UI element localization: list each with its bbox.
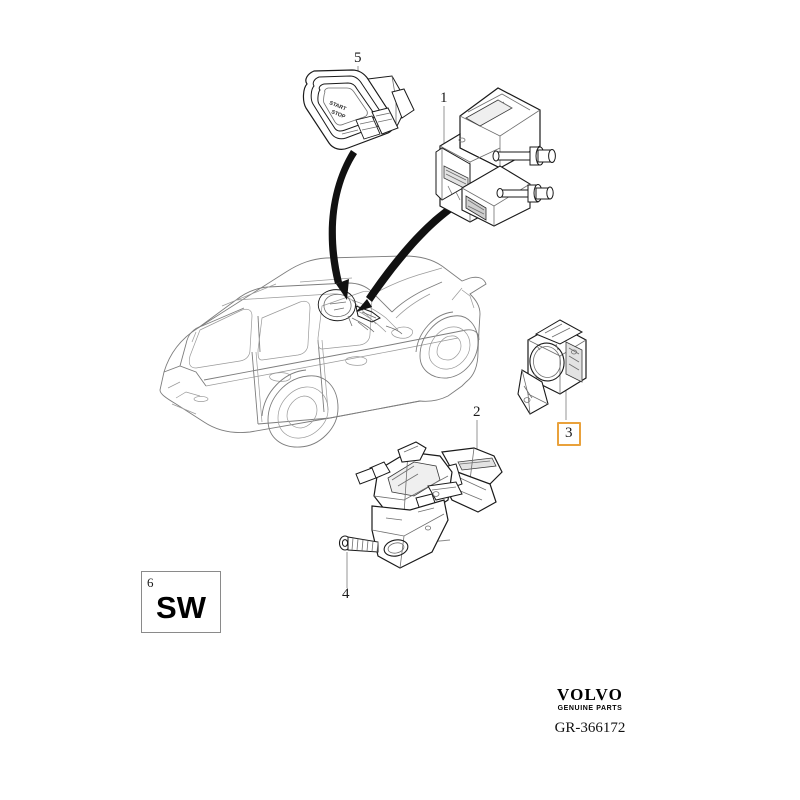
part-start-stop-button: START STOP bbox=[302, 69, 415, 150]
leader-arrow-part5 bbox=[328, 150, 357, 300]
callout-3[interactable]: 3 bbox=[557, 422, 581, 446]
volvo-tagline: GENUINE PARTS bbox=[557, 705, 623, 712]
callout-4[interactable]: 4 bbox=[342, 586, 350, 602]
legend-box-code: SW bbox=[156, 590, 206, 625]
leader-arrow-part1 bbox=[356, 198, 465, 312]
part-latch-assembly bbox=[355, 441, 503, 569]
callout-5[interactable]: 5 bbox=[354, 50, 362, 66]
vehicle-outline bbox=[159, 255, 487, 448]
legend-box-sw[interactable]: 6 SW bbox=[141, 571, 221, 633]
part-control-module bbox=[435, 87, 556, 227]
start-stop-label-line2: STOP bbox=[330, 109, 346, 120]
volvo-wordmark: VOLVO bbox=[556, 685, 624, 704]
part-lock-reader-bracket bbox=[517, 319, 587, 415]
callout-1[interactable]: 1 bbox=[440, 90, 448, 106]
brand-footer: VOLVO GENUINE PARTS GR-366172 bbox=[520, 686, 660, 736]
part-mounting-bolt bbox=[338, 535, 379, 553]
callout-2[interactable]: 2 bbox=[473, 404, 481, 420]
legend-box-index: 6 bbox=[147, 575, 154, 590]
document-number: GR-366172 bbox=[554, 720, 626, 736]
